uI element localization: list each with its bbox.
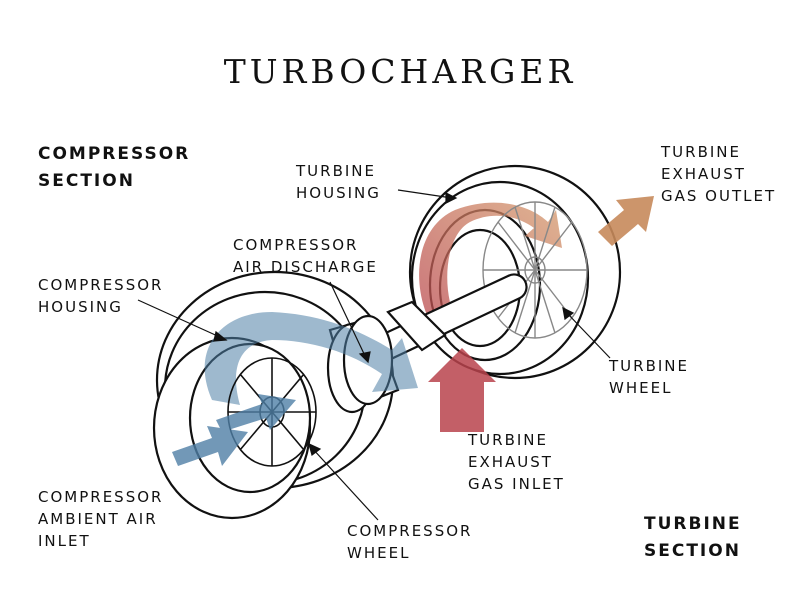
- label-line: HOUSING: [38, 298, 123, 316]
- label-turbine-housing: TURBINE HOUSING: [296, 160, 381, 204]
- label-compressor-wheel: COMPRESSOR WHEEL: [347, 520, 472, 564]
- turbine-housing-flow: [419, 202, 562, 338]
- label-turbine-wheel: TURBINE WHEEL: [609, 355, 689, 399]
- label-turbine-exhaust-gas-outlet: TURBINE EXHAUST GAS OUTLET: [661, 141, 776, 207]
- exhaust-gas-outlet-arrow: [598, 196, 654, 246]
- compressor-section-heading: COMPRESSOR SECTION: [38, 141, 190, 195]
- label-line: INLET: [38, 532, 91, 550]
- label-line: COMPRESSOR: [38, 488, 164, 506]
- label-line: AMBIENT AIR: [38, 510, 158, 528]
- page-title: TURBOCHARGER: [223, 52, 577, 91]
- label-line: HOUSING: [296, 184, 381, 202]
- label-line: EXHAUST: [468, 453, 553, 471]
- label-line: COMPRESSOR: [38, 276, 164, 294]
- turbine-section-heading: TURBINE SECTION: [644, 511, 742, 565]
- label-compressor-housing: COMPRESSOR HOUSING: [38, 274, 163, 318]
- compressor-section-heading-line: SECTION: [38, 171, 135, 191]
- leader-compressor-air-discharge: [329, 281, 367, 359]
- label-line: COMPRESSOR: [347, 522, 473, 540]
- label-line: WHEEL: [347, 544, 411, 562]
- label-turbine-exhaust-gas-inlet: TURBINE EXHAUST GAS INLET: [468, 429, 565, 495]
- exhaust-gas-inlet-arrow: [428, 348, 496, 432]
- leader-turbine-wheel-arrowhead: [562, 306, 575, 321]
- label-line: WHEEL: [609, 379, 673, 397]
- leader-turbine-housing-arrowhead: [445, 192, 458, 204]
- compressor-section-heading-line: COMPRESSOR: [38, 144, 191, 164]
- leader-compressor-housing-arrowhead: [213, 330, 228, 342]
- leader-compressor-wheel-arrowhead: [308, 442, 322, 457]
- leader-turbine-wheel: [565, 311, 611, 359]
- label-line: TURBINE: [609, 357, 689, 375]
- compressor-housing-flow: [204, 312, 418, 405]
- leader-turbine-housing: [397, 189, 453, 199]
- label-line: GAS INLET: [468, 475, 565, 493]
- turbine-wheel: [482, 201, 588, 339]
- leader-compressor-wheel: [311, 447, 379, 521]
- ambient-air-inlet-arrows: [172, 394, 296, 466]
- label-line: AIR DISCHARGE: [233, 258, 378, 276]
- label-line: EXHAUST: [661, 165, 746, 183]
- label-compressor-ambient-air-inlet: COMPRESSOR AMBIENT AIR INLET: [38, 486, 163, 552]
- label-line: TURBINE: [661, 143, 741, 161]
- turbine-section-heading-line: SECTION: [644, 541, 741, 561]
- label-line: TURBINE: [296, 162, 376, 180]
- turbine-section-heading-line: TURBINE: [644, 514, 742, 534]
- label-line: COMPRESSOR: [233, 236, 359, 254]
- leader-compressor-air-discharge-arrowhead: [358, 351, 371, 364]
- label-line: TURBINE: [468, 431, 548, 449]
- leader-compressor-housing: [137, 299, 223, 339]
- label-line: GAS OUTLET: [661, 187, 777, 205]
- label-compressor-air-discharge: COMPRESSOR AIR DISCHARGE: [233, 234, 378, 278]
